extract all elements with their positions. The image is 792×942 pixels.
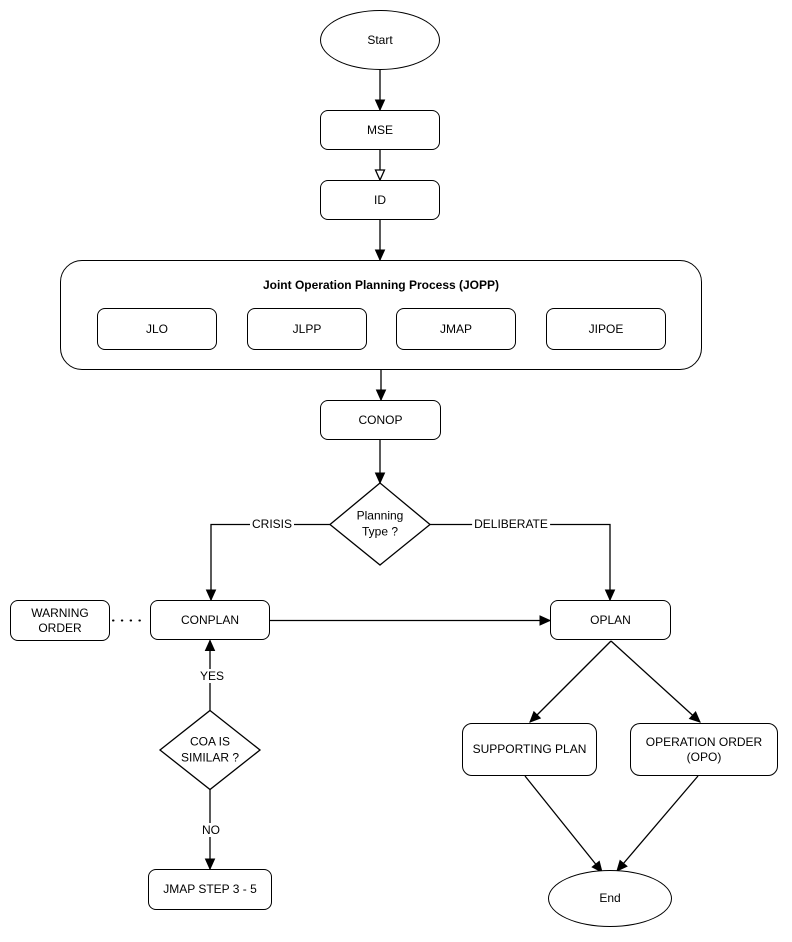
edge-deliberate-to-oplan	[430, 523, 616, 602]
edge-supporting-plan-to-end	[524, 775, 603, 873]
node-jipoe-label: JIPOE	[588, 321, 624, 336]
edge-label-deliberate: DELIBERATE	[472, 517, 550, 531]
node-warning-order: WARNING ORDER	[10, 600, 110, 641]
node-conop: CONOP	[320, 400, 441, 440]
node-jmap-step-3-5: JMAP STEP 3 - 5	[148, 869, 272, 910]
node-jmap-step-3-5-label: JMAP STEP 3 - 5	[163, 882, 257, 896]
node-start-label: Start	[367, 32, 393, 47]
node-operation-order: OPERATION ORDER (OPO)	[630, 723, 778, 776]
edge-label-yes: YES	[197, 669, 227, 683]
node-jlo: JLO	[97, 308, 217, 350]
node-end: End	[548, 870, 672, 927]
node-conplan-label: CONPLAN	[180, 612, 239, 627]
group-jopp-title: Joint Operation Planning Process (JOPP)	[262, 278, 500, 292]
node-oplan: OPLAN	[550, 600, 671, 640]
node-conop-label: CONOP	[358, 412, 403, 427]
node-id-label: ID	[374, 192, 386, 207]
node-conplan: CONPLAN	[150, 600, 270, 640]
node-id: ID	[320, 180, 440, 220]
node-jlpp: JLPP	[247, 308, 367, 350]
node-mse: MSE	[320, 110, 440, 150]
edge-crisis-to-conplan	[205, 523, 330, 602]
node-jlpp-label: JLPP	[292, 321, 322, 336]
node-supporting-plan-label: SUPPORTING PLAN	[472, 742, 587, 756]
edge-operation-order-to-end	[616, 775, 699, 872]
decision-coa-similar-label: COA IS SIMILAR ?	[180, 734, 240, 764]
node-supporting-plan: SUPPORTING PLAN	[462, 723, 597, 776]
edge-label-crisis: CRISIS	[249, 517, 295, 531]
edge-label-no: NO	[200, 823, 222, 837]
decision-planning-type-shape	[328, 482, 432, 566]
node-start: Start	[320, 10, 440, 70]
node-end-label: End	[599, 891, 621, 905]
node-jlo-label: JLO	[145, 321, 168, 336]
node-jipoe: JIPOE	[546, 308, 666, 350]
node-mse-label: MSE	[366, 122, 393, 137]
node-jmap: JMAP	[396, 308, 516, 350]
edge-oplan-to-operation-order	[610, 640, 701, 723]
node-oplan-label: OPLAN	[590, 612, 631, 627]
edge-oplan-to-supporting-plan	[529, 640, 612, 723]
decision-coa-similar-shape	[158, 709, 262, 791]
node-jmap-label: JMAP	[439, 321, 472, 336]
decision-planning-type-label: Planning Type ?	[356, 508, 404, 538]
